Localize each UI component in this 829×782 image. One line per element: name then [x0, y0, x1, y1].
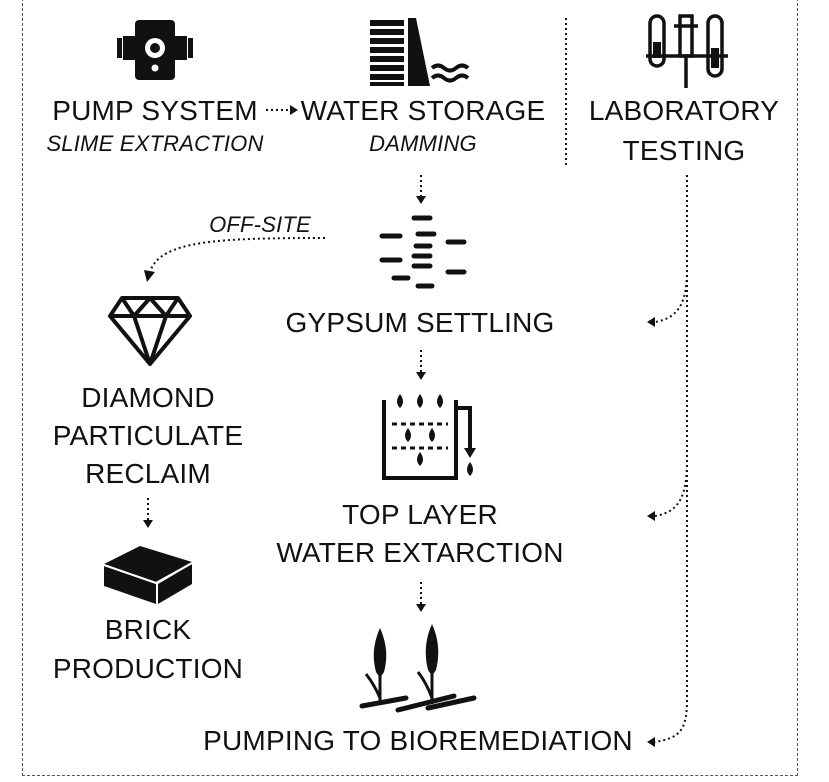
diamond-title-line2: PARTICULATE: [52, 420, 244, 451]
pump-icon: [117, 20, 193, 80]
bioremediation-title: PUMPING TO BIOREMEDIATION: [203, 725, 633, 756]
test-tubes-icon: [646, 14, 728, 88]
laboratory-title-line2: TESTING: [622, 135, 746, 166]
lab-testing-line: [654, 175, 688, 743]
settling-layers-icon: [379, 215, 467, 289]
diamond-title-line1: DIAMOND: [81, 382, 215, 413]
toplayer-title-line2: WATER EXTARCTION: [276, 537, 564, 568]
arrow-offsite-to-diamond: [149, 237, 326, 273]
reeds-icon: [359, 624, 477, 713]
water-storage-subtitle: DAMMING: [369, 131, 477, 156]
laboratory-title-line1: LABORATORY: [588, 95, 780, 126]
diagram-border: [22, 0, 798, 776]
brick-title-line1: BRICK: [104, 614, 192, 645]
water-storage-title: WATER STORAGE: [300, 95, 546, 126]
diamond-title-line3: RECLAIM: [85, 458, 211, 489]
tank-drops-icon: [382, 394, 476, 480]
gypsum-settling-title: GYPSUM SETTLING: [285, 307, 555, 338]
brick-icon: [103, 546, 193, 604]
diamond-icon: [108, 296, 192, 366]
offsite-label: OFF-SITE: [209, 212, 311, 237]
dam-icon: [370, 18, 470, 86]
toplayer-title-line1: TOP LAYER: [342, 499, 498, 530]
pump-system-title: PUMP SYSTEM: [52, 95, 258, 126]
brick-title-line2: PRODUCTION: [52, 653, 244, 684]
pump-system-subtitle: SLIME EXTRACTION: [46, 131, 264, 156]
